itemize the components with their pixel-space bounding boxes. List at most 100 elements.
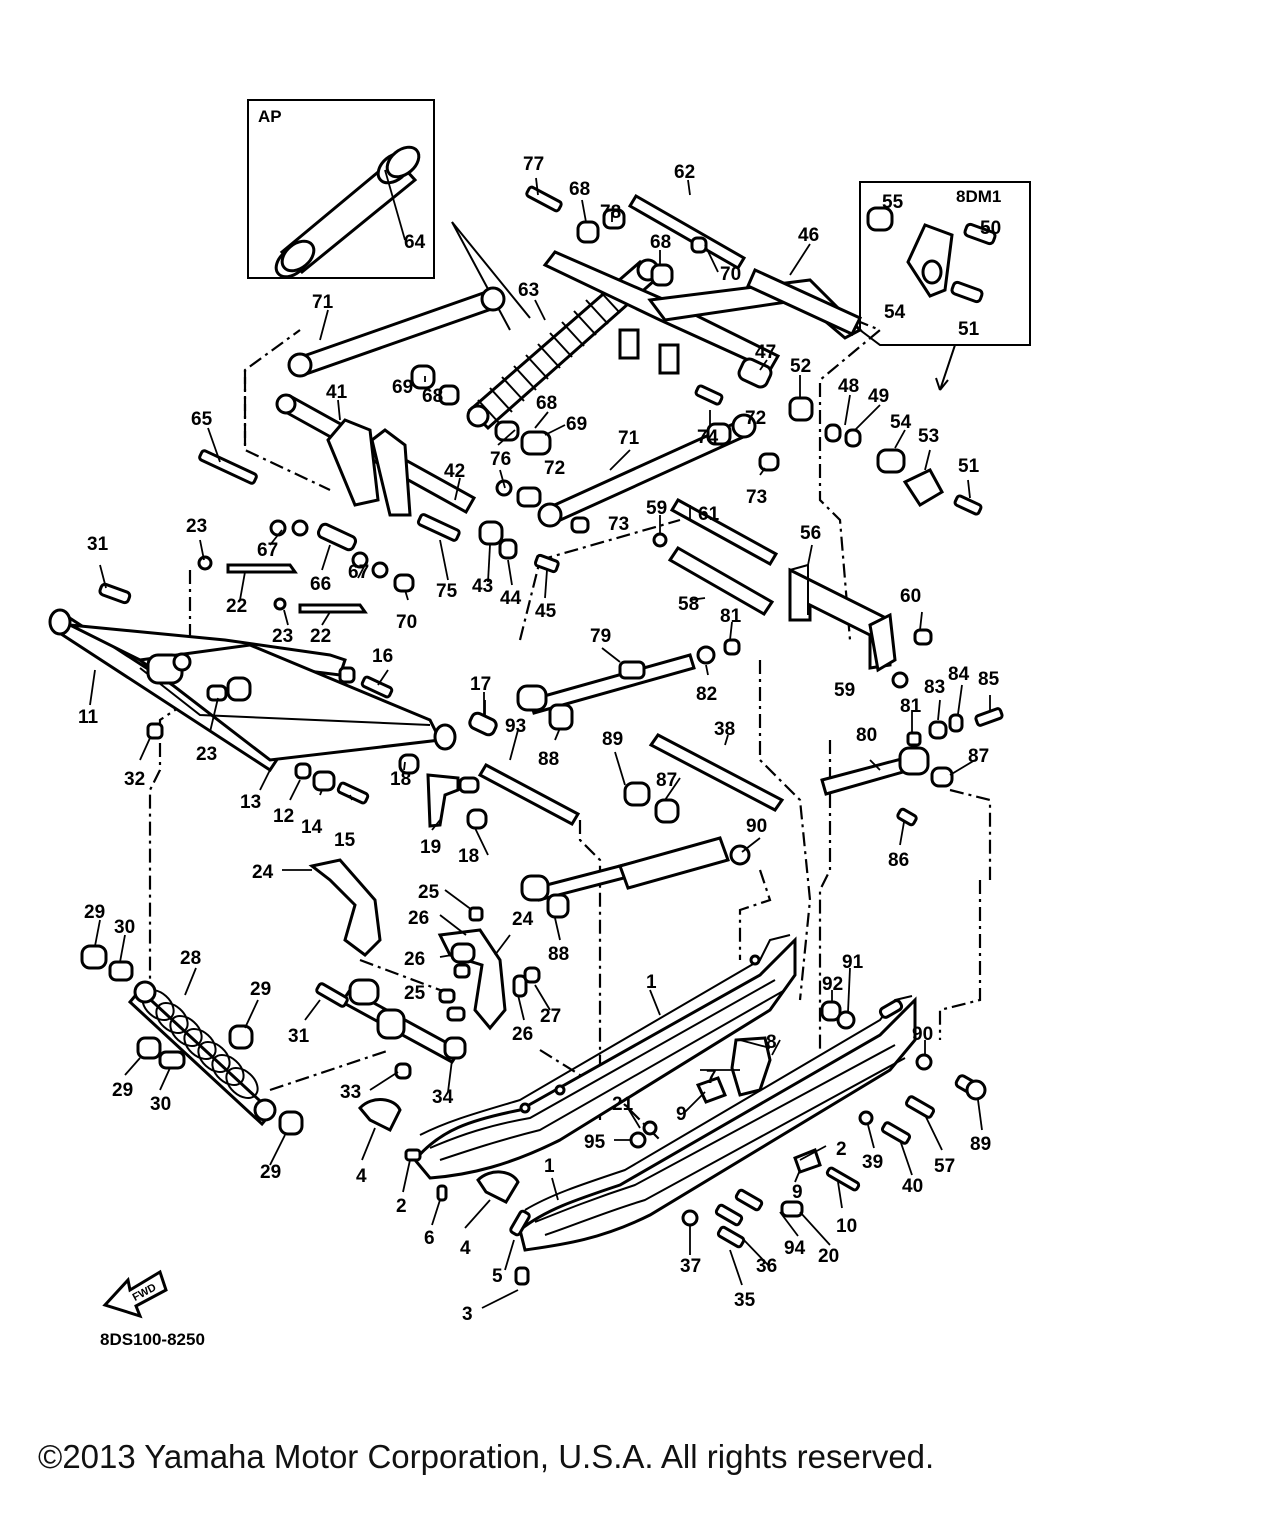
callout: 71 (312, 292, 334, 313)
callout: 23 (186, 516, 207, 537)
callout: 44 (500, 588, 522, 609)
front-pivot-34 (315, 978, 467, 1080)
callout: 46 (798, 225, 819, 246)
callout: 90 (746, 816, 767, 837)
callout: 32 (124, 769, 145, 790)
callout: 24 (512, 909, 534, 930)
callout: 51 (958, 319, 980, 340)
callout: 70 (720, 264, 741, 285)
callout: 69 (392, 377, 413, 398)
callout: 4 (460, 1238, 471, 1259)
callout: 63 (518, 280, 539, 301)
callout: 94 (784, 1238, 806, 1259)
callout: 28 (180, 948, 201, 969)
callout: 51 (958, 456, 980, 477)
callout: 20 (818, 1246, 839, 1267)
callout: 65 (191, 409, 213, 430)
callout: 23 (196, 744, 217, 765)
callout: 73 (608, 514, 629, 535)
callout: 58 (678, 594, 699, 615)
shock-boot-part (274, 145, 421, 279)
collar-66 (316, 522, 358, 552)
callout: 75 (436, 581, 458, 602)
callout: 30 (150, 1094, 171, 1115)
shaft-93 (477, 763, 581, 826)
callout: 79 (590, 626, 611, 647)
callout: 89 (602, 729, 623, 750)
callout: 62 (674, 162, 695, 183)
slide-rail-left (413, 934, 797, 1180)
callout: 25 (418, 882, 440, 903)
front-arm-11 (48, 608, 457, 773)
callout: 92 (822, 974, 843, 995)
callout: 66 (310, 574, 331, 595)
callout: 45 (535, 601, 557, 622)
callout: 4 (356, 1166, 367, 1187)
callout: 16 (372, 646, 393, 667)
callout: 88 (548, 944, 569, 965)
stopper-8 (730, 1036, 772, 1097)
bracket-24-upper (308, 858, 382, 957)
callout: 1 (544, 1156, 555, 1177)
callout: 36 (756, 1256, 777, 1277)
callout: 31 (87, 534, 109, 555)
callout: 64 (404, 232, 426, 253)
callout: 37 (680, 1256, 701, 1277)
callout: 68 (650, 232, 671, 253)
callout: 9 (792, 1182, 803, 1203)
callout: 89 (970, 1134, 991, 1155)
callout: 57 (934, 1156, 955, 1177)
callout: 77 (523, 154, 544, 175)
callout: 26 (408, 908, 429, 929)
callout: 30 (114, 917, 135, 938)
callout: 84 (948, 664, 970, 685)
inset-ap-title: AP (258, 107, 282, 126)
callout: 11 (78, 707, 99, 728)
callout: 90 (912, 1024, 933, 1045)
callout: 67 (348, 562, 369, 583)
callout: 85 (978, 669, 1000, 690)
callout: 29 (84, 902, 105, 923)
callout: 3 (462, 1304, 473, 1325)
bracket-56 (788, 563, 897, 673)
callout: 76 (490, 449, 511, 470)
pivot-bracket-41 (275, 393, 477, 517)
callout: 68 (569, 179, 590, 200)
bolt-75 (416, 513, 461, 542)
callout: 40 (902, 1176, 923, 1197)
callout: 50 (980, 218, 1001, 239)
callout: 91 (842, 952, 864, 973)
callout: 73 (746, 487, 767, 508)
upper-link-71 (287, 286, 506, 378)
callout: 70 (396, 612, 417, 633)
callout: 55 (882, 192, 904, 213)
callout: 59 (834, 680, 855, 701)
callout: 29 (250, 979, 271, 1000)
callout: 5 (492, 1266, 503, 1287)
callout: 14 (301, 817, 323, 838)
callout: 93 (505, 716, 526, 737)
shaft-58 (667, 546, 775, 616)
callout: 13 (240, 792, 261, 813)
callout: 17 (470, 674, 491, 695)
callout: 80 (856, 725, 877, 746)
callout: 26 (512, 1024, 533, 1045)
shaft-79 (516, 653, 696, 715)
callout: 54 (890, 412, 912, 433)
callout: 69 (566, 414, 587, 435)
callout: 19 (420, 837, 441, 858)
callout: 33 (340, 1082, 361, 1103)
callout: 26 (404, 949, 425, 970)
fwd-arrow-icon: FWD (102, 1269, 168, 1319)
slide-rail-right (518, 995, 917, 1252)
callout: 7 (706, 1067, 717, 1088)
callout: 21 (612, 1094, 634, 1115)
callout: 27 (540, 1006, 561, 1027)
callout: 52 (790, 356, 811, 377)
callout: 43 (472, 576, 493, 597)
callout: 23 (272, 626, 293, 647)
callout: 54 (884, 302, 906, 323)
callout: 81 (720, 606, 742, 627)
arm-80 (820, 707, 1004, 827)
bracket-24-lower (437, 906, 541, 1031)
